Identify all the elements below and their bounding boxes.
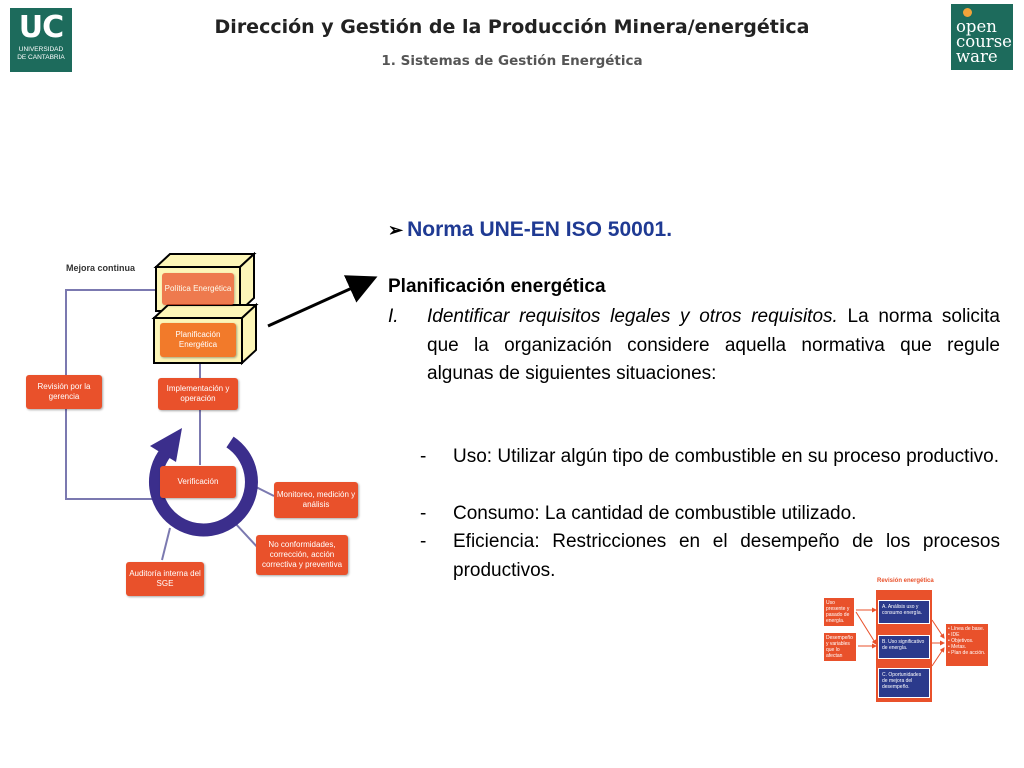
bullet-uso: - Uso: Utilizar algún tipo de combustibl…: [420, 443, 1000, 472]
uc-logo-line2: DE CANTABRIA: [17, 54, 65, 61]
mini-output-item: • IDE: [948, 632, 960, 638]
bullet-dash: -: [420, 446, 427, 467]
mini-output-item: • Metas.: [948, 644, 967, 650]
mini-output-item: • Línea de base.: [948, 626, 985, 632]
ocw-logo: open course ware: [951, 4, 1013, 70]
ocw-logo-line2: course: [956, 32, 1012, 51]
bullet-text: Uso: Utilizar algún tipo de combustible …: [453, 446, 1000, 467]
ocw-logo-line3: ware: [956, 47, 998, 66]
bullet-consumo: - Consumo: La cantidad de combustible ut…: [420, 500, 1000, 529]
box-verificacion: Verificación: [160, 466, 236, 498]
box-politica: Política Energética: [162, 273, 234, 305]
mini-diagram-arrows: [855, 607, 945, 667]
pointer-arrow: [267, 275, 378, 328]
uc-logo: UC UNIVERSIDAD DE CANTABRIA: [10, 8, 72, 72]
ocw-logo-dot-icon: [963, 8, 972, 17]
item-italic-text: Identificar requisitos legales y otros r…: [427, 306, 838, 327]
box-revision: Revisión por la gerencia: [26, 375, 102, 409]
uc-logo-letters: UC: [18, 10, 64, 45]
box-implementacion: Implementación y operación: [158, 378, 238, 410]
box-auditoria: Auditoría interna del SGE: [126, 562, 204, 596]
chevron-right-icon: ➢: [388, 220, 404, 240]
bullet-text: Eficiencia: Restricciones en el desempeñ…: [453, 531, 1000, 581]
box-no-conformidades: No conformidades, corrección, acción cor…: [256, 535, 348, 575]
page-subtitle: 1. Sistemas de Gestión Energética: [381, 53, 643, 69]
mejora-continua-label: Mejora continua: [66, 263, 136, 273]
box-planificacion: Planificación Energética: [160, 323, 236, 357]
item-text: La norma solicita que la organización co…: [427, 306, 1000, 384]
cycle-arrowhead-icon: [150, 428, 182, 462]
list-item-1: I. Identificar requisitos legales y otro…: [388, 303, 1000, 389]
mini-box-a: A. Análisis uso y consumo energía.: [878, 600, 930, 624]
item-number: I.: [388, 306, 399, 327]
uc-logo-line1: UNIVERSIDAD: [18, 46, 64, 53]
improvement-loop-line: [65, 289, 160, 378]
bullet-dash: -: [420, 531, 427, 552]
page-title: Dirección y Gestión de la Producción Min…: [214, 16, 810, 38]
bullet-eficiencia: - Eficiencia: Restricciones en el desemp…: [420, 528, 1000, 585]
mini-input-uso: Uso presente y pasado de energía.: [824, 598, 854, 626]
bullet-text: Consumo: La cantidad de combustible util…: [453, 503, 857, 524]
improvement-loop-bottom-line: [65, 408, 160, 500]
mini-box-c: C. Oportunidades de mejora del desempeño…: [878, 668, 930, 698]
cycle-arc: [149, 436, 258, 537]
mini-output-item: • Plan de acción.: [948, 650, 986, 656]
bullet-dash: -: [420, 503, 427, 524]
branch-line-noconf: [233, 521, 261, 551]
mini-outputs: • Línea de base. • IDE • Objetivos. • Me…: [946, 624, 988, 666]
box-monitoreo: Monitoreo, medición y análisis: [274, 482, 358, 518]
section-heading: ➢Norma UNE-EN ISO 50001.: [388, 218, 672, 242]
ocw-logo-line1: open: [956, 17, 997, 36]
mini-box-b: B. Uso significativo de energía.: [878, 635, 930, 659]
mini-input-desempeno: Desempeño y variables que lo afectan: [824, 633, 856, 661]
mini-diagram-title: Revisión energética: [877, 578, 934, 584]
heading-text: Norma UNE-EN ISO 50001.: [407, 218, 673, 241]
branch-line-auditoria: [161, 527, 171, 561]
section-title: Planificación energética: [388, 276, 606, 297]
mini-output-item: • Objetivos.: [948, 638, 974, 644]
